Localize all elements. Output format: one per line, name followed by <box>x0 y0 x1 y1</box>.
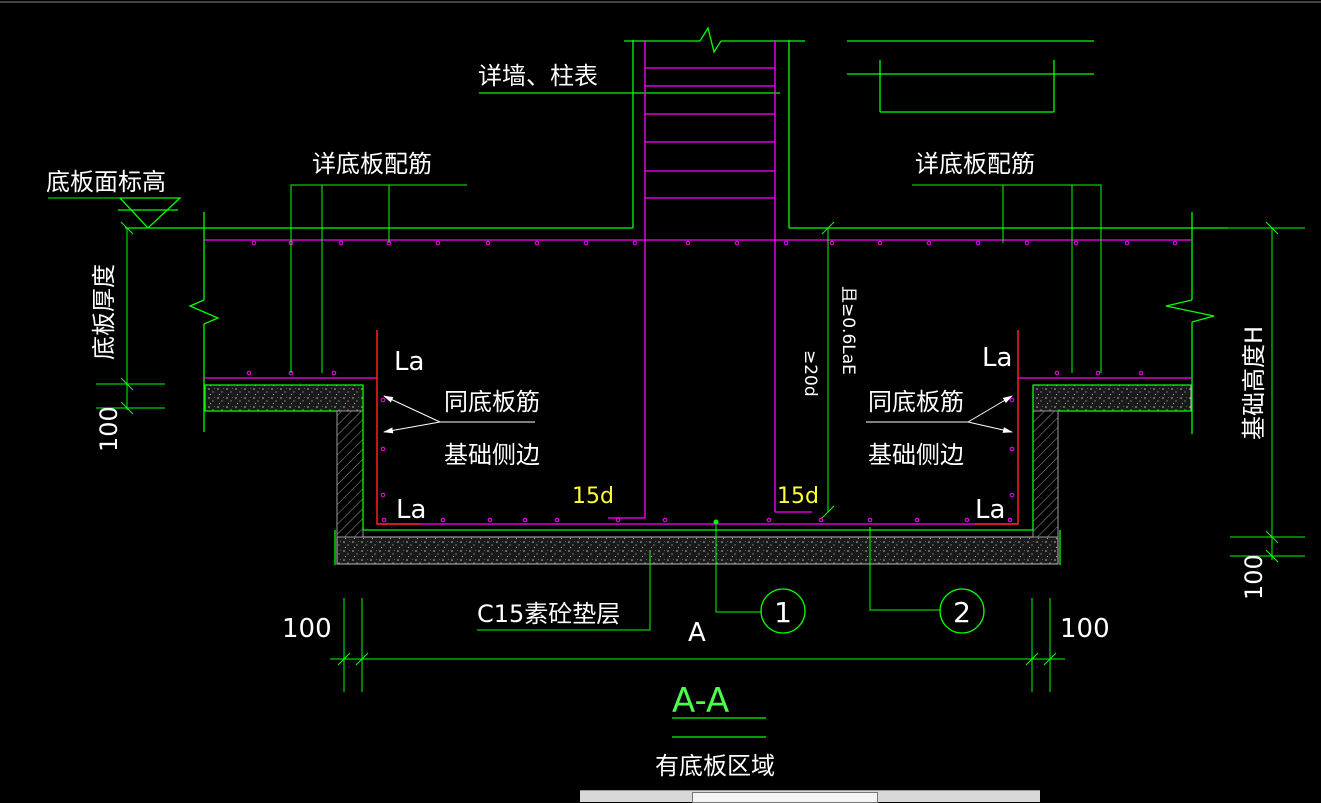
slab-rebar-ref-right-label: 详底板配筋 <box>915 150 1035 178</box>
slab-concrete-left <box>204 384 364 412</box>
side-wall-hatch-left <box>336 410 364 538</box>
callout-circle-1 <box>760 588 806 634</box>
anchor-20d-label: ≥20d <box>800 350 820 397</box>
hook-15d-left-label: 15d <box>572 484 614 509</box>
side-wall-hatch-right <box>1032 410 1059 538</box>
anchor-la-top-left: La <box>394 347 424 377</box>
cushion-layer-label: C15素砼垫层 <box>477 600 620 628</box>
slab-top-elevation-label: 底板面标高 <box>46 168 166 196</box>
wall-column-ref-label: 详墙、柱表 <box>478 62 598 90</box>
anchor-la-bottom-right: La <box>975 495 1005 525</box>
callout-2-number: 2 <box>953 596 971 629</box>
callout-1-number: 1 <box>774 596 792 629</box>
callout-circle-2 <box>939 588 985 634</box>
annotation-arrows <box>383 395 1013 434</box>
rebar-lines <box>204 40 1192 525</box>
leader-lines <box>48 184 1102 631</box>
foundation-outline <box>118 26 1228 565</box>
callout-1-dot <box>713 519 719 525</box>
dim-100-right-horizontal: 100 <box>1060 614 1110 644</box>
foundation-side-right-label: 基础侧边 <box>868 441 964 469</box>
anchor-la-bottom-left: La <box>396 495 426 525</box>
anchor-la-top-right: La <box>982 343 1012 373</box>
same-as-slab-left-label: 同底板筋 <box>444 388 540 416</box>
side-rebar <box>376 330 1019 525</box>
dim-width-a-label: A <box>688 618 706 648</box>
slab-thickness-label: 底板厚度 <box>90 264 118 360</box>
command-bar <box>580 790 1040 803</box>
dim-100-left-vertical: 100 <box>95 406 123 452</box>
anchor-06lae-label: 且≥0.6LaE <box>838 286 858 375</box>
foundation-side-left-label: 基础侧边 <box>444 441 540 469</box>
cushion-layer-hatch <box>336 536 1059 565</box>
same-as-slab-right-label: 同底板筋 <box>868 388 964 416</box>
foundation-height-label: 基础高度H <box>1240 326 1268 440</box>
slab-concrete-right <box>1032 384 1192 412</box>
dim-100-left-horizontal: 100 <box>282 614 332 644</box>
command-input[interactable] <box>692 792 878 803</box>
hook-15d-right-label: 15d <box>777 484 819 509</box>
dimension-lines <box>96 221 1305 692</box>
section-subtitle: 有底板区域 <box>655 752 775 780</box>
dim-100-right-vertical: 100 <box>1240 554 1268 600</box>
section-title: A-A <box>672 681 729 721</box>
slab-rebar-ref-left-label: 详底板配筋 <box>312 150 432 178</box>
rebar-dots <box>246 240 1178 523</box>
